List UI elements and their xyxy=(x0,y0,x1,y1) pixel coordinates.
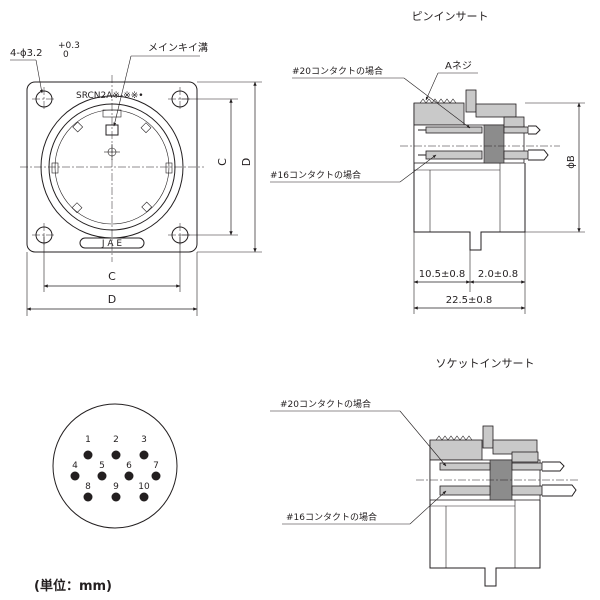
pin-insert-title: ピンインサート xyxy=(412,10,489,23)
socket-insert-section: ソケットインサート #20コンタクトの場合 #16コンタクトの場合 xyxy=(270,357,580,587)
dim-c-vertical: C xyxy=(216,158,229,166)
hole-tolerance-lower: 0 xyxy=(63,50,69,60)
svg-text:9: 9 xyxy=(113,482,119,492)
pin-10: 10 xyxy=(138,482,150,502)
thread-label: Aネジ xyxy=(445,60,472,72)
dim-d-vertical: D xyxy=(240,158,253,166)
pin-4: 4 xyxy=(70,461,80,481)
dia-b-label: ϕB xyxy=(566,155,577,169)
pin-contact16-label: #16コンタクトの場合 xyxy=(270,169,361,181)
socket-insert-title: ソケットインサート xyxy=(436,357,535,370)
svg-text:8: 8 xyxy=(85,482,91,492)
unit-note: (単位：mm) xyxy=(34,578,112,594)
key-groove-label: メインキイ溝 xyxy=(148,41,208,54)
pin-1: 1 xyxy=(83,435,93,460)
dim-c-horizontal: C xyxy=(108,270,116,283)
dim-10-5: 10.5±0.8 xyxy=(419,269,466,280)
pin-6: 6 xyxy=(124,461,134,481)
svg-text:4: 4 xyxy=(72,461,78,471)
hole-tolerance-upper: +0.3 xyxy=(58,41,80,51)
mounting-hole xyxy=(32,87,56,111)
pin-8: 8 xyxy=(83,482,93,502)
pin-9: 9 xyxy=(111,482,121,502)
model-label: SRCN2A※-※※• xyxy=(76,91,144,101)
pin-5: 5 xyxy=(97,461,107,481)
svg-text:1: 1 xyxy=(85,435,91,445)
pin-insert-section: ピンインサート #20コンタクトの場合 Aネジ xyxy=(270,10,585,314)
socket-contact16-label: #16コンタクトの場合 xyxy=(286,511,377,523)
svg-text:2: 2 xyxy=(113,435,119,445)
pin-layout: 1 2 3 4 5 6 7 8 9 10 xyxy=(52,403,178,529)
dim-22-5: 22.5±0.8 xyxy=(446,295,493,306)
socket-contact20-label: #20コンタクトの場合 xyxy=(280,398,371,410)
pin-7: 7 xyxy=(151,461,161,481)
svg-text:7: 7 xyxy=(153,461,159,471)
pin-3: 3 xyxy=(139,435,149,460)
front-view: J A E SRCN2A※-※※• 4-ϕ3.2 +0.3 0 メインキイ溝 C… xyxy=(10,41,262,316)
svg-text:3: 3 xyxy=(141,435,147,445)
svg-text:5: 5 xyxy=(99,461,105,471)
dim-d-horizontal: D xyxy=(108,293,116,306)
pin-contact20-label: #20コンタクトの場合 xyxy=(292,65,383,77)
dim-2-0: 2.0±0.8 xyxy=(478,269,518,280)
hole-size-label: 4-ϕ3.2 xyxy=(10,48,42,59)
svg-text:6: 6 xyxy=(126,461,132,471)
svg-text:10: 10 xyxy=(138,482,150,492)
pin-2: 2 xyxy=(111,435,121,460)
brand-label: J A E xyxy=(101,239,123,249)
